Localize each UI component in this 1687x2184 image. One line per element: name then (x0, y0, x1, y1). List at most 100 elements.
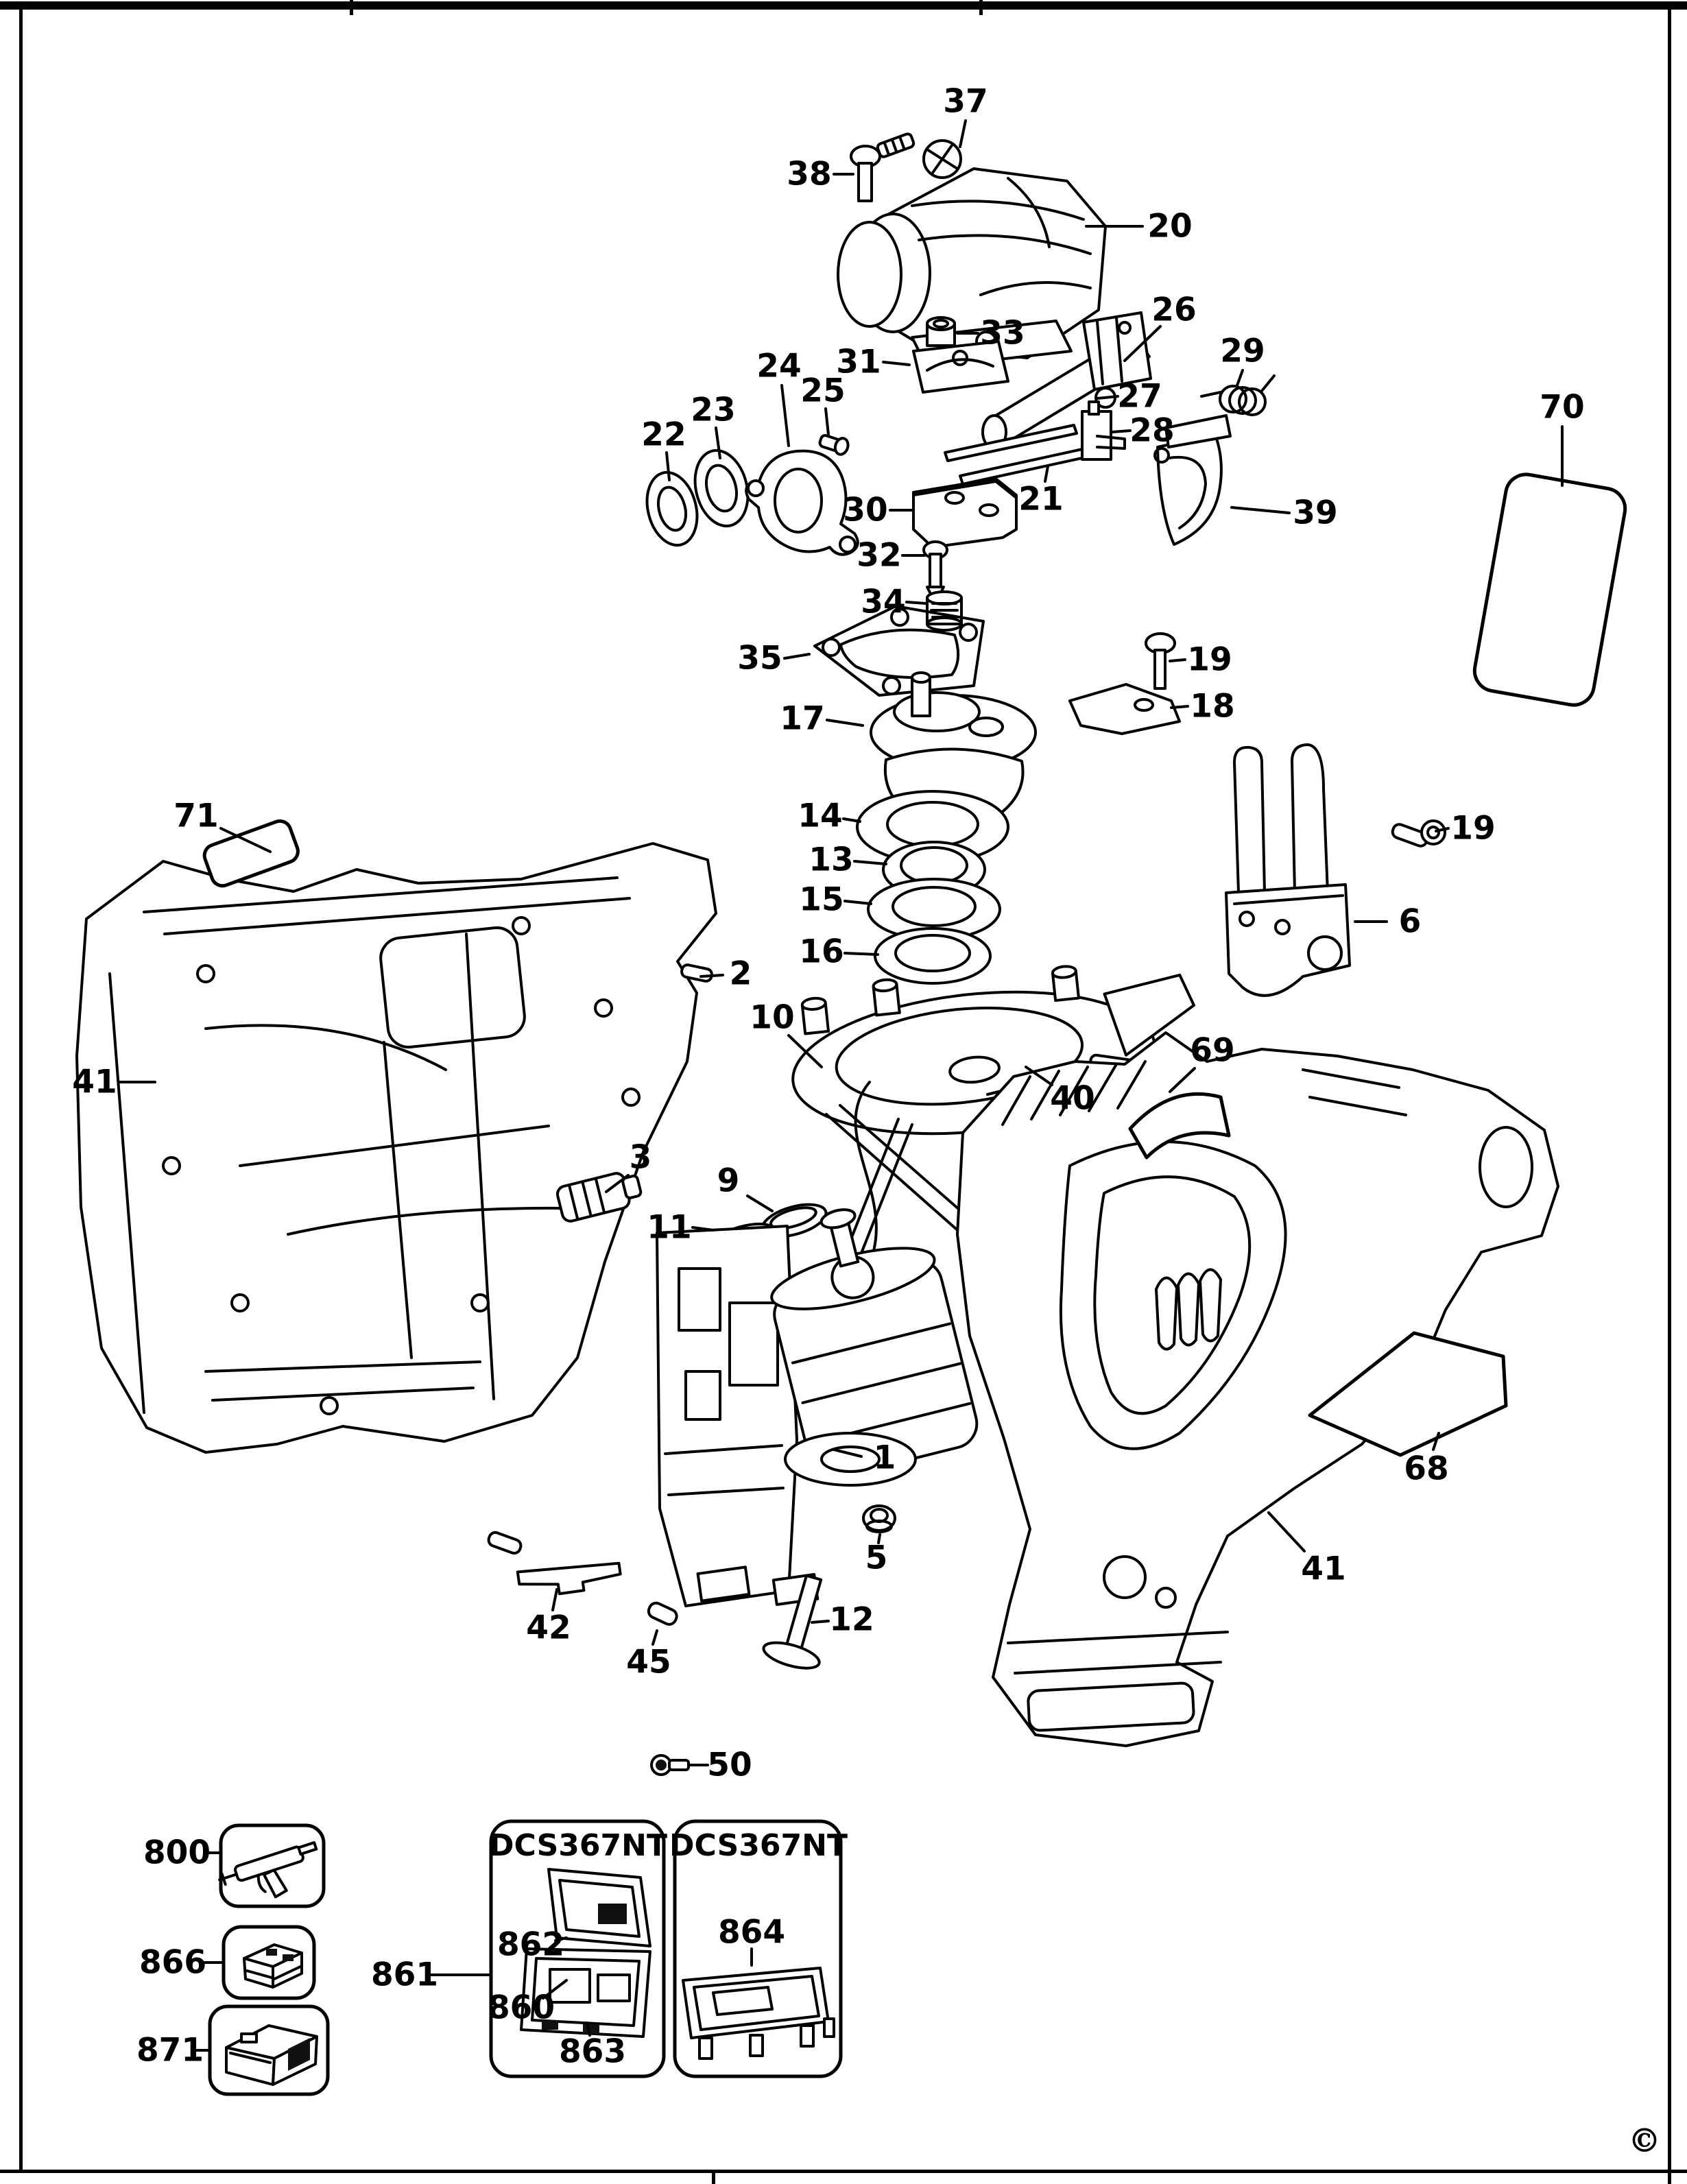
part-label-27-11: 27 (1117, 378, 1162, 416)
washer-22-sketch (645, 470, 699, 547)
kit-right-title: DCS367NT (669, 1828, 848, 1863)
connector-3-sketch (555, 1172, 643, 1223)
pin-19-lower-sketch (1391, 819, 1446, 848)
part-label-864-53: 864 (718, 1914, 785, 1952)
part-label-19-28: 19 (1450, 810, 1495, 848)
trigger-39-sketch (1153, 414, 1232, 546)
leader-line-29-6 (1236, 369, 1244, 387)
motor-1-sketch (656, 1208, 979, 1607)
bracket-42-sketch (487, 1531, 622, 1596)
leader-line-3-34 (605, 1174, 630, 1193)
leader-line-24-7 (780, 384, 790, 447)
leader-line-19-28 (1435, 827, 1450, 832)
part-label-2-30: 2 (730, 955, 752, 993)
leader-line-17-22 (826, 719, 864, 727)
washer-16-sketch (874, 927, 992, 985)
part-label-860-51: 860 (488, 1989, 555, 2027)
kit-box-right: DCS367NT (669, 1819, 848, 2078)
bracket-30-sketch (912, 477, 1018, 549)
part-label-35-19: 35 (737, 640, 782, 677)
label-sticker-71-sketch (202, 819, 300, 888)
part-label-14-24: 14 (798, 797, 842, 835)
part-label-70-14: 70 (1540, 389, 1584, 427)
part-label-9-35: 9 (717, 1162, 740, 1200)
gear-case-20-sketch (837, 167, 1107, 369)
leader-line-5-41 (877, 1533, 881, 1544)
leader-line-15-26 (844, 900, 872, 905)
part-label-68-40: 68 (1404, 1450, 1448, 1488)
screw-37-sketch (922, 139, 962, 179)
leader-line-35-19 (783, 653, 811, 660)
part-label-42-43: 42 (526, 1609, 571, 1647)
part-label-21-16: 21 (1018, 481, 1063, 518)
part-label-16-27: 16 (799, 933, 844, 971)
part-label-31-5: 31 (836, 344, 881, 381)
leader-line-28-12 (1111, 429, 1132, 433)
roll-pin-sketch (876, 132, 916, 158)
part-label-37-0: 37 (943, 83, 988, 121)
bushing-34-sketch (926, 590, 963, 632)
leader-line-12-42 (811, 1620, 830, 1624)
screw-19-upper-sketch (1145, 632, 1176, 690)
left-border (19, 5, 23, 2172)
leader-line-40-32 (1025, 1066, 1053, 1086)
screw-50-sketch (650, 1754, 690, 1776)
part-label-3-34: 3 (630, 1139, 652, 1177)
part-label-11-36: 11 (647, 1209, 691, 1247)
leader-line-863-52 (586, 2021, 591, 2037)
part-label-32-17: 32 (857, 537, 901, 575)
leader-line-862-50 (554, 1936, 568, 1942)
leader-line-14-24 (842, 817, 861, 823)
bottom-rule (0, 2170, 1687, 2173)
part-label-5-41: 5 (865, 1539, 888, 1577)
leader-line-69-33 (1169, 1067, 1196, 1093)
part-label-863-52: 863 (559, 2033, 626, 2071)
top-rule (0, 1, 1687, 10)
leader-line-11-36 (691, 1226, 715, 1232)
leader-line-16-27 (844, 952, 879, 956)
kit-box-left: DCS367NT (489, 1819, 667, 2078)
leader-line-21-16 (1044, 465, 1049, 483)
leader-line-22-10 (665, 451, 671, 481)
part-label-19-20: 19 (1187, 641, 1232, 679)
cam-17-sketch (870, 671, 1037, 838)
part-label-871-48: 871 (136, 2032, 204, 2069)
part-label-38-1: 38 (787, 156, 831, 193)
bottom-col-tick (712, 2170, 715, 2184)
left-housing-41-sketch (75, 842, 717, 1454)
leader-line-2-30 (699, 974, 724, 978)
leader-line-31-5 (882, 361, 911, 366)
part-label-29-6: 29 (1220, 333, 1265, 370)
top-col-tick-2 (979, 0, 983, 15)
label-sticker-68-sketch (1308, 1331, 1508, 1457)
part-label-15-26: 15 (799, 881, 844, 919)
leader-line-9-35 (746, 1195, 774, 1212)
screw-32-sketch (922, 540, 948, 597)
leader-lines (118, 119, 1564, 2052)
leader-line-34-18 (905, 601, 927, 605)
label-sticker-69-sketch (1128, 1092, 1231, 1160)
leader-line-39-13 (1230, 506, 1291, 514)
part-label-33-3: 33 (980, 315, 1025, 352)
part-label-862-50: 862 (497, 1926, 564, 1964)
leader-line-37-0 (959, 119, 967, 148)
kit-left-title: DCS367NT (489, 1828, 667, 1863)
leader-line-27-11 (1096, 395, 1119, 400)
leader-line-1-38 (833, 1448, 863, 1458)
gasket-35-sketch (813, 605, 985, 697)
nut-33-sketch (926, 316, 956, 347)
part-label-34-18: 34 (861, 584, 905, 621)
leader-line-10-31 (787, 1034, 823, 1068)
screw-38-sketch (850, 145, 881, 202)
leader-line-71-23 (219, 827, 272, 853)
leader-line-23-9 (715, 427, 721, 459)
pin-45-sketch (647, 1601, 678, 1626)
leader-line-26-4 (1123, 325, 1162, 362)
brace-legs-sketch (825, 1104, 1009, 1260)
leader-line-41-39 (1267, 1511, 1306, 1552)
part-label-40-32: 40 (1050, 1080, 1094, 1118)
part-label-13-25: 13 (809, 841, 853, 879)
